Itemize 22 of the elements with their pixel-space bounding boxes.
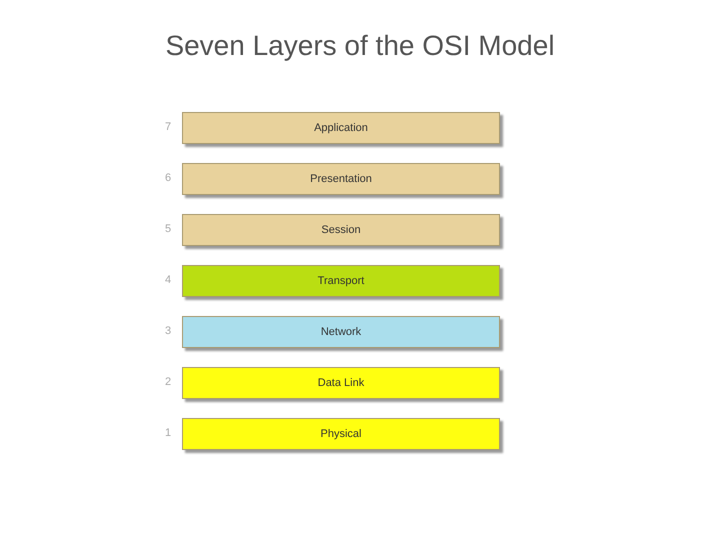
layer-name: Application — [314, 122, 368, 134]
layer-box — [182, 214, 500, 246]
layer-box — [182, 163, 500, 195]
layer-name: Transport — [318, 275, 364, 287]
layer-number: 2 — [164, 376, 172, 388]
layer-name: Data Link — [318, 377, 364, 389]
layer-number: 7 — [164, 121, 172, 133]
layer-name: Physical — [320, 428, 362, 440]
layer-box — [182, 367, 500, 399]
layer-name: Presentation — [310, 173, 372, 185]
layer-name: Network — [320, 326, 362, 338]
layer-number: 1 — [164, 427, 172, 439]
layer-box — [182, 112, 500, 144]
layer-name: Session — [321, 224, 361, 236]
diagram-title: Seven Layers of the OSI Model — [164, 30, 556, 62]
layer-box — [182, 418, 500, 450]
layer-number: 4 — [164, 274, 172, 286]
layer-box — [182, 316, 500, 348]
layer-number: 5 — [164, 223, 172, 235]
layer-number: 6 — [164, 172, 172, 184]
layer-number: 3 — [164, 325, 172, 337]
layer-box — [182, 265, 500, 297]
